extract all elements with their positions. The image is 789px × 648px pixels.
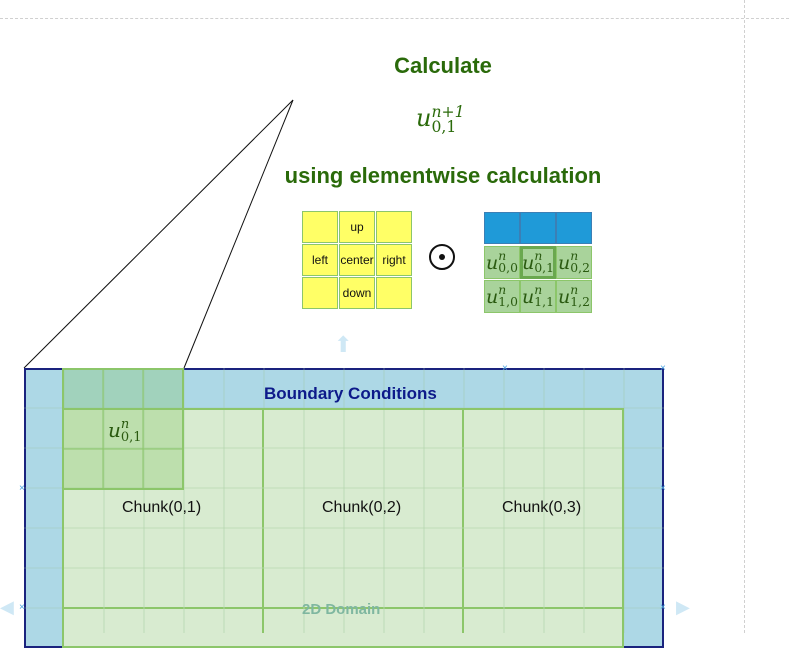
grid-boundary-cell bbox=[520, 212, 556, 244]
calculate-title: Calculate bbox=[394, 53, 492, 78]
up-arrow-icon: ⬆ bbox=[334, 332, 353, 357]
chunk-label: Chunk(0,2) bbox=[322, 499, 402, 516]
chunk-label: Chunk(0,3) bbox=[502, 499, 582, 516]
stencil-cell-down: down bbox=[339, 277, 375, 309]
zoom-lines bbox=[23, 99, 294, 369]
tick-mark-icon: × bbox=[660, 602, 666, 613]
subtitle: using elementwise calculation bbox=[284, 163, 602, 188]
tick-mark-icon: × bbox=[19, 483, 25, 494]
grid-boundary-cell bbox=[556, 212, 592, 244]
guide-line-vertical bbox=[744, 0, 745, 633]
tick-mark-icon: × bbox=[502, 363, 508, 374]
highlighted-stencil-block bbox=[62, 368, 184, 490]
tick-mark-icon: × bbox=[660, 363, 666, 374]
chunk-divider bbox=[462, 408, 464, 633]
chunk-divider bbox=[262, 408, 264, 633]
circled-dot-operator-icon bbox=[429, 244, 455, 270]
stencil-cell-top-left bbox=[302, 211, 338, 243]
tick-mark-icon: × bbox=[660, 483, 666, 494]
stencil-cell-up: up bbox=[339, 211, 375, 243]
left-arrow-icon: ◀ bbox=[0, 597, 14, 617]
stencil-cell-right: right bbox=[376, 244, 412, 276]
stencil-cell-left: left bbox=[302, 244, 338, 276]
stencil-cell-bottom-left bbox=[302, 277, 338, 309]
chunk-divider-horizontal bbox=[62, 607, 624, 609]
chunk-label: Chunk(0,1) bbox=[122, 499, 202, 516]
highlight-grid-lines bbox=[62, 368, 184, 490]
stencil-cell-top-right bbox=[376, 211, 412, 243]
guide-line-horizontal bbox=[0, 18, 789, 19]
stencil-cell-bottom-right bbox=[376, 277, 412, 309]
target-symbol-sup: n+1 bbox=[431, 102, 465, 121]
interior-grid-lines bbox=[64, 410, 622, 633]
boundary-conditions-label: Boundary Conditions bbox=[264, 384, 437, 403]
right-arrow-icon: ▶ bbox=[676, 597, 690, 617]
domain-label: 2D Domain bbox=[302, 601, 381, 618]
target-symbol-base: u bbox=[416, 104, 432, 132]
grid-boundary-cell bbox=[484, 212, 520, 244]
stencil-cell-center: center bbox=[339, 244, 375, 276]
tick-mark-icon: × bbox=[19, 602, 25, 613]
target-symbol-sub: 0,1 bbox=[431, 117, 457, 136]
